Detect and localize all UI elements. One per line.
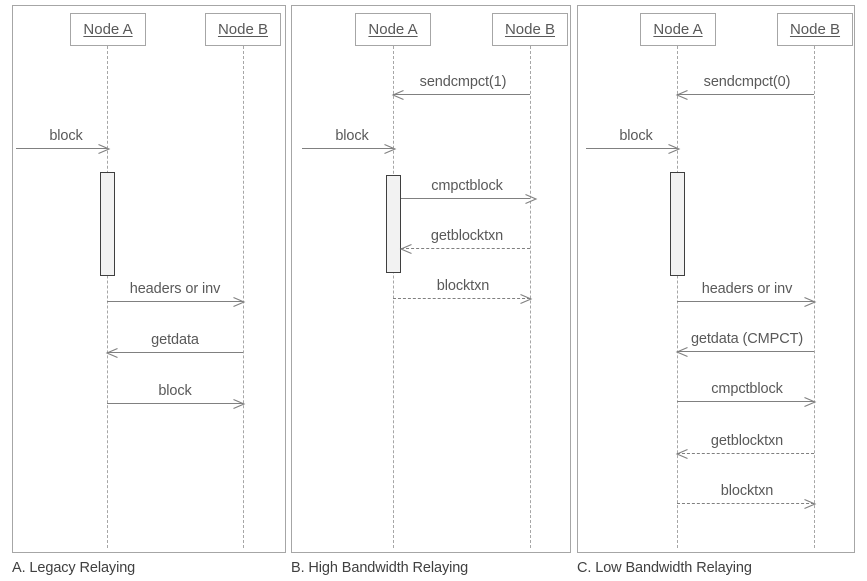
- message-label: block: [619, 128, 653, 144]
- participant-node-b-label: Node B: [789, 21, 841, 38]
- message-block-inbound: block: [586, 128, 681, 155]
- arrowhead-right-icon: [384, 143, 397, 155]
- arrowhead-right-icon: [668, 143, 681, 155]
- message-getdata-cmpct: getdata (CMPCT): [675, 331, 814, 358]
- participant-node-a-label: Node A: [368, 21, 418, 38]
- message-block-outbound: block: [107, 383, 246, 410]
- lifeline-node-a: [107, 46, 108, 548]
- arrowhead-left-icon: [675, 346, 688, 358]
- message-headers-or-inv: headers or inv: [107, 281, 246, 308]
- activation-bar-node-a: [100, 172, 115, 276]
- caption-panel-b: B. High Bandwidth Relaying: [291, 560, 469, 576]
- participant-node-b: Node B: [777, 13, 853, 46]
- arrowhead-right-icon: [804, 296, 817, 308]
- message-label: block: [158, 383, 192, 399]
- arrowhead-right-icon: [804, 396, 817, 408]
- message-label: cmpctblock: [431, 178, 503, 194]
- message-label: cmpctblock: [711, 381, 783, 397]
- message-getblocktxn: getblocktxn: [399, 228, 530, 255]
- arrowhead-right-icon: [804, 498, 817, 510]
- panel-legacy-relaying: Node A Node B block headers or inv getda…: [12, 5, 286, 553]
- arrowhead-right-icon: [233, 296, 246, 308]
- arrowhead-left-icon: [675, 448, 688, 460]
- participant-node-a: Node A: [355, 13, 431, 46]
- participant-node-a: Node A: [640, 13, 716, 46]
- participant-node-b: Node B: [205, 13, 281, 46]
- arrowhead-left-icon: [675, 89, 688, 101]
- lifeline-node-b: [530, 46, 531, 548]
- message-label: sendcmpct(1): [419, 74, 507, 90]
- message-cmpctblock: cmpctblock: [677, 381, 817, 408]
- participant-node-b-label: Node B: [217, 21, 269, 38]
- message-getblocktxn: getblocktxn: [675, 433, 814, 460]
- message-label: getdata (CMPCT): [690, 331, 804, 347]
- caption-panel-a: A. Legacy Relaying: [12, 560, 136, 576]
- activation-bar-node-a: [670, 172, 685, 276]
- message-label: getblocktxn: [430, 228, 504, 244]
- arrowhead-right-icon: [520, 293, 533, 305]
- participant-node-b-label: Node B: [504, 21, 556, 38]
- arrowhead-right-icon: [233, 398, 246, 410]
- lifeline-node-b: [814, 46, 815, 548]
- panel-high-bandwidth-relaying: Node A Node B sendcmpct(1) block cmpctbl…: [291, 5, 571, 553]
- message-block-inbound: block: [302, 128, 397, 155]
- message-headers-or-inv: headers or inv: [677, 281, 817, 308]
- lifeline-node-a: [677, 46, 678, 548]
- panel-low-bandwidth-relaying: Node A Node B sendcmpct(0) block headers…: [577, 5, 855, 553]
- message-blocktxn: blocktxn: [677, 483, 817, 510]
- message-blocktxn: blocktxn: [393, 278, 533, 305]
- participant-node-b: Node B: [492, 13, 568, 46]
- arrowhead-right-icon: [525, 193, 538, 205]
- arrowhead-left-icon: [399, 243, 412, 255]
- activation-bar-node-a: [386, 175, 401, 273]
- message-label: blocktxn: [436, 278, 490, 294]
- message-block-inbound: block: [16, 128, 111, 155]
- message-getdata: getdata: [105, 332, 243, 359]
- message-label: blocktxn: [720, 483, 774, 499]
- message-label: getdata: [151, 332, 199, 348]
- arrowhead-left-icon: [105, 347, 118, 359]
- message-label: headers or inv: [129, 281, 221, 297]
- participant-node-a: Node A: [70, 13, 146, 46]
- lifeline-node-b: [243, 46, 244, 548]
- message-label: getblocktxn: [710, 433, 784, 449]
- message-label: block: [335, 128, 369, 144]
- message-sendcmpct-1: sendcmpct(1): [391, 74, 530, 101]
- caption-panel-c: C. Low Bandwidth Relaying: [577, 560, 752, 576]
- message-sendcmpct-0: sendcmpct(0): [675, 74, 814, 101]
- message-label: block: [49, 128, 83, 144]
- message-label: sendcmpct(0): [703, 74, 791, 90]
- arrowhead-left-icon: [391, 89, 404, 101]
- lifeline-node-a: [393, 46, 394, 548]
- participant-node-a-label: Node A: [653, 21, 703, 38]
- message-label: headers or inv: [701, 281, 793, 297]
- participant-node-a-label: Node A: [83, 21, 133, 38]
- message-cmpctblock: cmpctblock: [401, 178, 538, 205]
- arrowhead-right-icon: [98, 143, 111, 155]
